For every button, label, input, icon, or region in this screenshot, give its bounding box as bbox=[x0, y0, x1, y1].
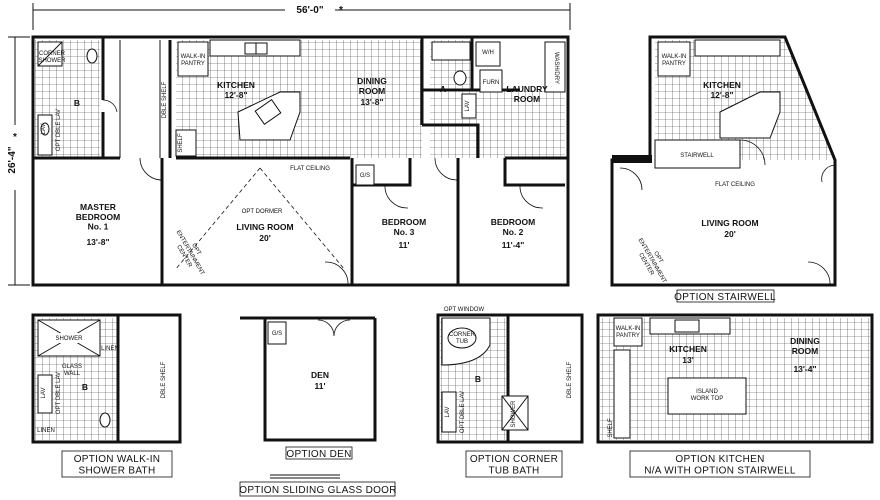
svg-text:OPT DORMER: OPT DORMER bbox=[242, 209, 283, 215]
option-den-caption: OPTION DEN bbox=[286, 449, 351, 460]
svg-text:13'-4": 13'-4" bbox=[793, 364, 816, 374]
svg-text:LAV: LAV bbox=[445, 407, 451, 418]
svg-text:11'-4": 11'-4" bbox=[502, 240, 525, 250]
option-stairwell-caption: OPTION STAIRWELL bbox=[674, 292, 776, 303]
svg-text:13'-8": 13'-8" bbox=[86, 237, 109, 247]
svg-text:FURN: FURN bbox=[483, 80, 500, 86]
bath-b-label: B bbox=[74, 98, 80, 108]
svg-text:WASH/DRY: WASH/DRY bbox=[553, 52, 559, 84]
stairwell-kitchen-label: KITCHEN bbox=[703, 80, 741, 90]
svg-text:20': 20' bbox=[724, 229, 735, 239]
svg-text:LINEN: LINEN bbox=[37, 428, 55, 434]
svg-text:FLAT CEILING: FLAT CEILING bbox=[715, 182, 755, 188]
svg-text:*: * bbox=[339, 5, 343, 16]
svg-text:LINEN: LINEN bbox=[101, 346, 119, 352]
svg-text:SHELF: SHELF bbox=[178, 133, 184, 153]
svg-text:OPTENTERTAINMENTCENTER: OPTENTERTAINMENTCENTER bbox=[631, 234, 674, 288]
option-kitchen-label: KITCHEN bbox=[669, 344, 707, 354]
svg-text:13': 13' bbox=[682, 355, 693, 365]
stairwell-label: STAIRWELL bbox=[680, 153, 714, 159]
svg-text:OPT DBLE LAV: OPT DBLE LAV bbox=[56, 109, 62, 151]
svg-text:LAV: LAV bbox=[41, 388, 47, 399]
svg-text:11': 11' bbox=[314, 381, 325, 391]
corner-tub-bath-b-label: B bbox=[475, 374, 481, 384]
svg-text:G/S: G/S bbox=[272, 331, 282, 337]
svg-text:13'-8": 13'-8" bbox=[360, 97, 383, 107]
depth-dimension: 26'-4" * bbox=[7, 36, 30, 286]
width-dimension: 56'-0" * bbox=[32, 3, 571, 30]
svg-text:11': 11' bbox=[398, 240, 409, 250]
svg-text:OPT WINDOW: OPT WINDOW bbox=[444, 307, 485, 313]
svg-text:LAV: LAV bbox=[41, 124, 47, 135]
svg-text:OPT DBLE LAV: OPT DBLE LAV bbox=[56, 372, 62, 414]
bath-a-label: A bbox=[440, 84, 446, 94]
width-label: 56'-0" bbox=[296, 5, 323, 16]
stairwell-living-room-label: LIVING ROOM bbox=[701, 218, 758, 228]
living-room-label: LIVING ROOM bbox=[236, 222, 293, 232]
svg-text:*: * bbox=[13, 132, 17, 143]
svg-text:DBLE SHELF: DBLE SHELF bbox=[161, 361, 167, 398]
svg-text:DBLE SHELF: DBLE SHELF bbox=[567, 361, 573, 398]
svg-text:12'-8": 12'-8" bbox=[224, 90, 247, 100]
svg-text:OPT DBLE LAV: OPT DBLE LAV bbox=[460, 391, 466, 433]
svg-text:20': 20' bbox=[259, 233, 270, 243]
svg-text:DBLE SHELF: DBLE SHELF bbox=[162, 81, 168, 118]
svg-text:SHOWER: SHOWER bbox=[511, 400, 517, 428]
svg-text:SHOWER: SHOWER bbox=[56, 336, 84, 342]
svg-text:W/H: W/H bbox=[482, 50, 494, 56]
walkin-bath-b-label: B bbox=[82, 382, 88, 392]
svg-text:SHELF: SHELF bbox=[608, 418, 614, 438]
svg-text:LAV: LAV bbox=[465, 101, 471, 112]
svg-text:FLAT CEILING: FLAT CEILING bbox=[290, 166, 330, 172]
option-sliding-door-caption: OPTION SLIDING GLASS DOOR bbox=[239, 485, 397, 496]
depth-label: 26'-4" bbox=[7, 146, 18, 173]
svg-text:12'-8": 12'-8" bbox=[710, 90, 733, 100]
option-den-plan: G/S DEN 11' OPTION DEN OPTION SLIDING GL… bbox=[239, 316, 397, 497]
den-label: DEN bbox=[311, 370, 329, 380]
kitchen-label: KITCHEN bbox=[217, 80, 255, 90]
svg-text:G/S: G/S bbox=[360, 173, 370, 179]
